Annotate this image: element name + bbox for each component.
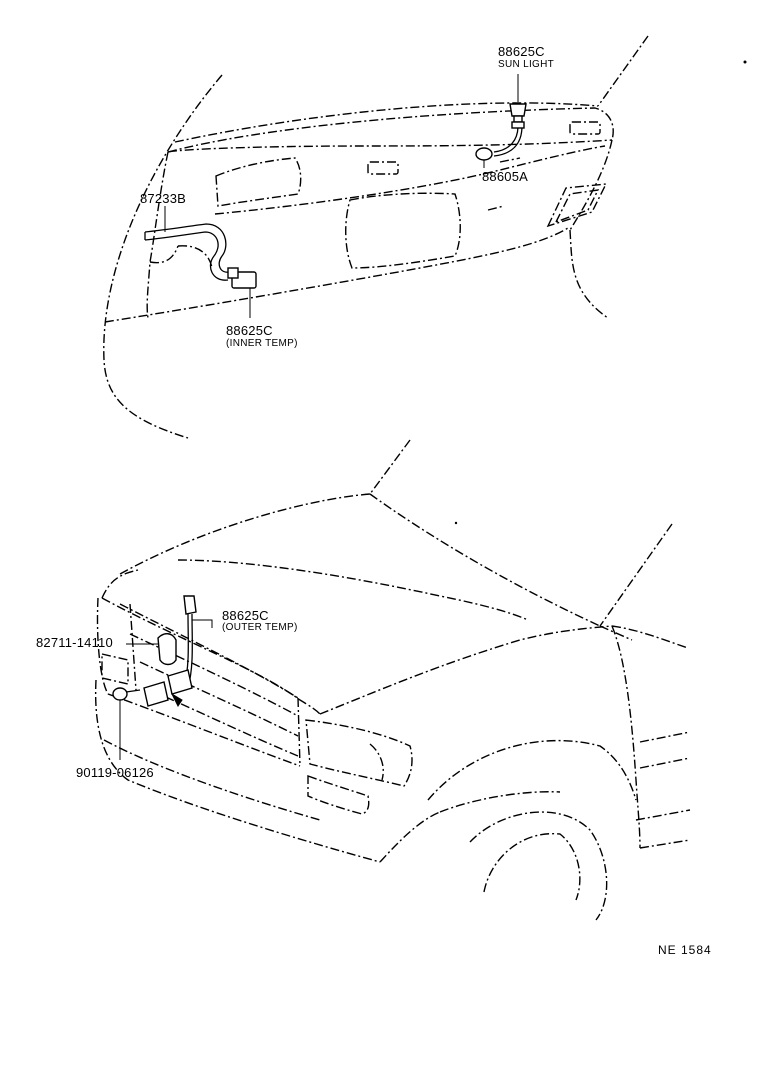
- sun-light-part-number: 88625C: [498, 44, 545, 59]
- inner-temp-label: (INNER TEMP): [226, 338, 298, 349]
- outer-temp-sensor: [112, 595, 213, 760]
- inner-temp-sensor: [227, 267, 257, 318]
- connector-part-number: 88605A: [482, 169, 529, 184]
- sun-light-sensor: [475, 74, 527, 168]
- outer-temp-label: (OUTER TEMP): [222, 622, 298, 633]
- harness-part-number: 87233B: [140, 191, 187, 206]
- dashboard-illustration: [103, 35, 747, 439]
- clamp-part-number: 82711-14110: [36, 635, 113, 650]
- inner-temp-part-number: 88625C: [226, 323, 273, 338]
- harness-87233b: [144, 206, 231, 281]
- sun-light-label: SUN LIGHT: [498, 59, 555, 70]
- screw-part-number: 90119-06126: [76, 765, 154, 780]
- reference-code: NE 1584: [658, 943, 712, 957]
- vehicle-front-illustration: [94, 439, 691, 921]
- outer-temp-part-number: 88625C: [222, 608, 269, 623]
